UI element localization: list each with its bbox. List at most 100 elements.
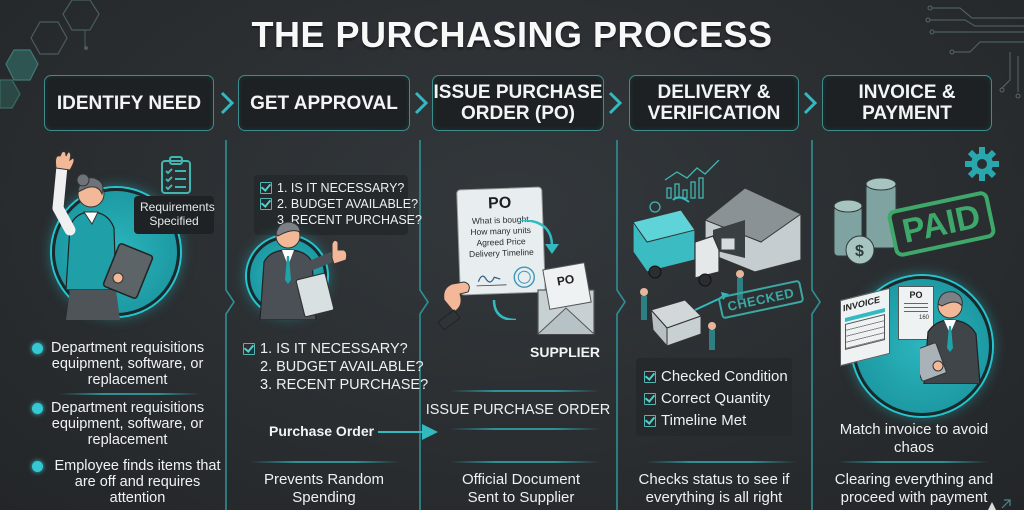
caption-line: everything is all right <box>645 489 783 506</box>
issue-po-caption: Official Document Sent to Supplier <box>426 471 616 507</box>
divider <box>60 393 200 395</box>
bullet-line: replacement <box>87 372 168 388</box>
step-label-line1: INVOICE & <box>858 82 956 103</box>
page-title: THE PURCHASING PROCESS <box>251 14 773 55</box>
bullet-item: Employee finds items that are off and re… <box>32 458 228 506</box>
chevron-right-icon <box>220 91 234 115</box>
caption-line: Spending <box>292 489 356 506</box>
bullet-item: Department requisitions equipment, softw… <box>32 340 212 388</box>
chevron-right-icon <box>414 91 428 115</box>
checklist-item: 3. RECENT PURCHASE? <box>243 376 428 394</box>
gear-icon <box>965 147 999 181</box>
bullet-line: Department requisitions <box>51 340 205 356</box>
bullet-dot-icon <box>32 403 43 414</box>
checklist-item: Timeline Met <box>644 410 788 432</box>
checklist-item: 1. IS IT NECESSARY? <box>260 180 422 196</box>
caption-line: Sent to Supplier <box>467 489 575 506</box>
checkbox-checked-icon <box>644 393 656 405</box>
illustration-circle <box>247 236 327 316</box>
invoice-caption: Clearing everything and proceed with pay… <box>812 471 1016 507</box>
checklist-text: 1. IS IT NECESSARY? <box>277 180 405 195</box>
bubble-text-line2: Specified <box>149 214 199 228</box>
svg-text:$: $ <box>855 243 864 260</box>
checklist-text: Correct Quantity <box>661 390 771 407</box>
bullet-dot-icon <box>32 343 43 354</box>
bubble-text-line1: Requirements <box>140 200 215 214</box>
step-label-line1: DELIVERY & <box>657 82 771 103</box>
bullet-line: Department requisitions <box>51 400 205 416</box>
checklist-text: 2. BUDGET AVAILABLE? <box>277 196 419 211</box>
po-doc-line: Delivery Timeline <box>468 246 534 260</box>
checkbox-checked-icon <box>644 371 656 383</box>
invoice-subcaption: Match invoice to avoid chaos <box>814 421 1014 457</box>
checklist-text: 2. BUDGET AVAILABLE? <box>260 359 424 375</box>
po-document: PO What is bought How many units Agreed … <box>456 186 546 296</box>
checked-stamp: CHECKED <box>717 279 805 320</box>
checklist-item: Correct Quantity <box>644 388 788 410</box>
po-doc-heading: PO <box>487 194 512 213</box>
envelope-po-label: PO <box>556 272 576 289</box>
bullet-line: equipment, software, or <box>51 356 204 372</box>
column-separator <box>225 140 235 510</box>
checklist-text: Checked Condition <box>661 368 788 385</box>
caption-line: proceed with payment <box>840 489 988 506</box>
delivery-warehouse-illustration <box>632 160 802 350</box>
checklist-text: 3. RECENT PURCHASE? <box>277 212 422 227</box>
checklist-item: 2. BUDGET AVAILABLE? <box>243 358 428 376</box>
clipboard-checklist-icon <box>161 156 191 194</box>
bullet-line: replacement <box>87 432 168 448</box>
checklist-text: 1. IS IT NECESSARY? <box>260 341 408 357</box>
paid-stamp: PAID <box>886 189 997 259</box>
bullet-line: Employee finds items that <box>54 458 221 474</box>
caption-line: Checks status to see if <box>638 471 790 488</box>
caption-line: Prevents Random <box>263 471 385 488</box>
checkbox-checked-icon <box>260 198 272 210</box>
verification-checklist: Checked Condition Correct Quantity Timel… <box>644 366 788 432</box>
divider <box>646 461 796 463</box>
step-label-line1: ISSUE PURCHASE <box>433 82 603 103</box>
caption-line: Match invoice to avoid <box>839 421 989 438</box>
step-identify-need: IDENTIFY NEED <box>44 75 214 131</box>
checklist-text: 3. RECENT PURCHASE? <box>260 377 429 393</box>
approval-caption: Prevents Random Spending <box>236 471 412 507</box>
po-amount: 160 <box>918 315 929 321</box>
bullet-line: equipment, software, or <box>51 416 204 432</box>
column-separator <box>811 140 821 510</box>
checkbox-checked-icon <box>260 182 272 194</box>
caption-line: Official Document <box>461 471 581 488</box>
step-label: GET APPROVAL <box>250 92 398 114</box>
divider <box>250 461 400 463</box>
delivery-caption: Checks status to see if everything is al… <box>620 471 808 507</box>
checklist-text: Timeline Met <box>661 412 747 429</box>
divider <box>838 461 988 463</box>
checklist-item: 3. RECENT PURCHASE? <box>260 212 422 228</box>
checkbox-checked-icon <box>243 343 255 355</box>
po-receipt-label: PO <box>909 290 923 300</box>
signature-seal-icon <box>476 266 535 288</box>
step-invoice-payment: INVOICE & PAYMENT <box>822 75 992 131</box>
po-receipt-document: PO 160 <box>898 286 934 340</box>
caption-line: chaos <box>893 439 935 456</box>
column-separator <box>419 140 429 510</box>
bullet-dot-icon <box>32 461 43 472</box>
step-label-line2: ORDER (PO) <box>461 103 575 124</box>
bullet-item: Department requisitions equipment, softw… <box>32 400 212 448</box>
approval-checklist-bottom: 1. IS IT NECESSARY? 2. BUDGET AVAILABLE?… <box>243 340 428 394</box>
divider <box>450 390 600 392</box>
checklist-item: 1. IS IT NECESSARY? <box>243 340 428 358</box>
bullet-line: are off and requires attention <box>74 474 201 506</box>
divider <box>450 428 600 430</box>
invoice-document: INVOICE <box>840 287 890 367</box>
caption-line: Clearing everything and <box>834 471 994 488</box>
supplier-label: SUPPLIER <box>530 344 601 360</box>
divider <box>450 461 600 463</box>
step-label-line2: VERIFICATION <box>647 103 781 124</box>
checkbox-checked-icon <box>644 415 656 427</box>
step-label-line2: PAYMENT <box>862 103 952 124</box>
step-get-approval: GET APPROVAL <box>238 75 410 131</box>
requirements-specified-bubble: Requirements Specified <box>134 196 215 234</box>
verification-checklist-panel <box>636 358 792 436</box>
checklist-item: Checked Condition <box>644 366 788 388</box>
purchase-order-arrow-label: Purchase Order <box>269 423 375 439</box>
step-issue-purchase-order: ISSUE PURCHASE ORDER (PO) <box>432 75 604 131</box>
